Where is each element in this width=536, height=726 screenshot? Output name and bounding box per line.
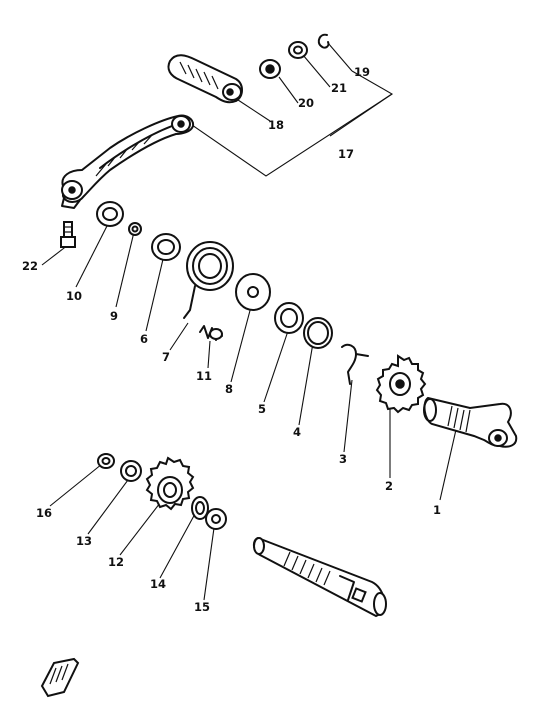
- torsion-spring-7: [183, 241, 234, 319]
- bearing-14: [191, 496, 209, 520]
- callout-21: 21: [331, 81, 347, 95]
- nut-20: [259, 59, 281, 79]
- callout-6: 6: [140, 332, 148, 346]
- callout-17: 17: [338, 147, 354, 161]
- callout-20: 20: [298, 96, 314, 110]
- callout-15: 15: [194, 600, 210, 614]
- washer-9: [128, 222, 142, 236]
- callout-10: 10: [66, 289, 82, 303]
- washer-5: [274, 302, 304, 334]
- circlip-4: [303, 317, 333, 349]
- callout-2: 2: [385, 479, 393, 493]
- clip-19: [317, 33, 330, 49]
- callout-14: 14: [150, 577, 166, 591]
- callout-12: 12: [108, 555, 124, 569]
- washer-8: [235, 273, 271, 311]
- idler-gear-12: [145, 456, 195, 511]
- callout-22: 22: [22, 259, 38, 273]
- clip-3: [341, 343, 369, 385]
- callout-18: 18: [268, 118, 284, 132]
- washer-15: [205, 508, 227, 530]
- washer-21: [288, 41, 308, 59]
- callout-9: 9: [110, 309, 118, 323]
- callout-8: 8: [225, 382, 233, 396]
- spring-11: [199, 325, 223, 341]
- callout-11: 11: [196, 369, 212, 383]
- leader-lines: [41, 42, 461, 601]
- kick-gear-2: [375, 354, 427, 414]
- callout-1: 1: [433, 503, 441, 517]
- callout-labels: 1 2 3 4 5 6 7 8 9 10 11 12 13 14 15 16 1…: [22, 65, 441, 614]
- bolt-22: [60, 221, 76, 248]
- main-shaft: [252, 536, 387, 618]
- spring-guide-6: [151, 233, 181, 261]
- callout-19: 19: [354, 65, 370, 79]
- callout-3: 3: [339, 452, 347, 466]
- kick-crank-arm: [61, 114, 195, 209]
- callout-13: 13: [76, 534, 92, 548]
- callout-16: 16: [36, 506, 52, 520]
- oil-badge-icon: [40, 657, 80, 698]
- washer-16: [97, 453, 115, 469]
- washer-13: [120, 460, 142, 482]
- callout-7: 7: [162, 350, 170, 364]
- callout-5: 5: [258, 402, 266, 416]
- kick-pedal: [167, 54, 243, 104]
- kick-shaft-1: [423, 396, 518, 448]
- oil-seal-10: [96, 201, 124, 227]
- callout-4: 4: [293, 425, 301, 439]
